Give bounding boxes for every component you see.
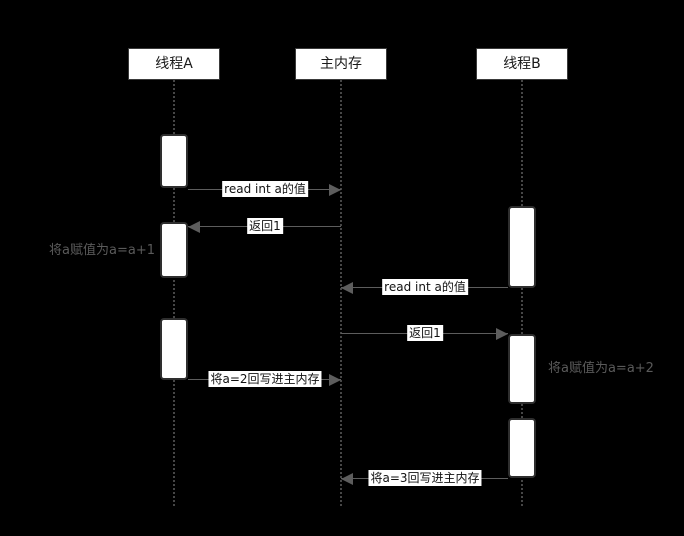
note-n2: 将a赋值为a=a+2 <box>548 361 654 376</box>
message-label-m2: 返回1 <box>247 218 283 234</box>
activation-bar <box>508 418 536 478</box>
activation-bar <box>508 206 536 288</box>
message-label-m1: read int a的值 <box>222 181 308 197</box>
lifeline-threadB <box>521 80 523 506</box>
activation-bar <box>160 134 188 188</box>
lifeline-threadA <box>173 80 175 506</box>
lifeline-header-threadB[interactable]: 线程B <box>476 48 568 80</box>
arrow-head-right-icon <box>329 374 341 386</box>
message-label-m6: 将a=3回写进主内存 <box>368 470 482 486</box>
arrow-head-right-icon <box>329 184 341 196</box>
message-label-m3: read int a的值 <box>382 279 468 295</box>
message-label-m5: 将a=2回写进主内存 <box>208 371 322 387</box>
message-label-m4: 返回1 <box>407 325 443 341</box>
arrow-head-left-icon <box>341 473 353 485</box>
lifeline-header-threadA[interactable]: 线程A <box>128 48 220 80</box>
activation-bar <box>508 334 536 404</box>
note-n1: 将a赋值为a=a+1 <box>49 243 155 258</box>
arrow-head-left-icon <box>188 221 200 233</box>
arrow-head-left-icon <box>341 282 353 294</box>
activation-bar <box>160 222 188 278</box>
activation-bar <box>160 318 188 380</box>
arrow-head-right-icon <box>496 328 508 340</box>
lifeline-header-memory[interactable]: 主内存 <box>295 48 387 80</box>
